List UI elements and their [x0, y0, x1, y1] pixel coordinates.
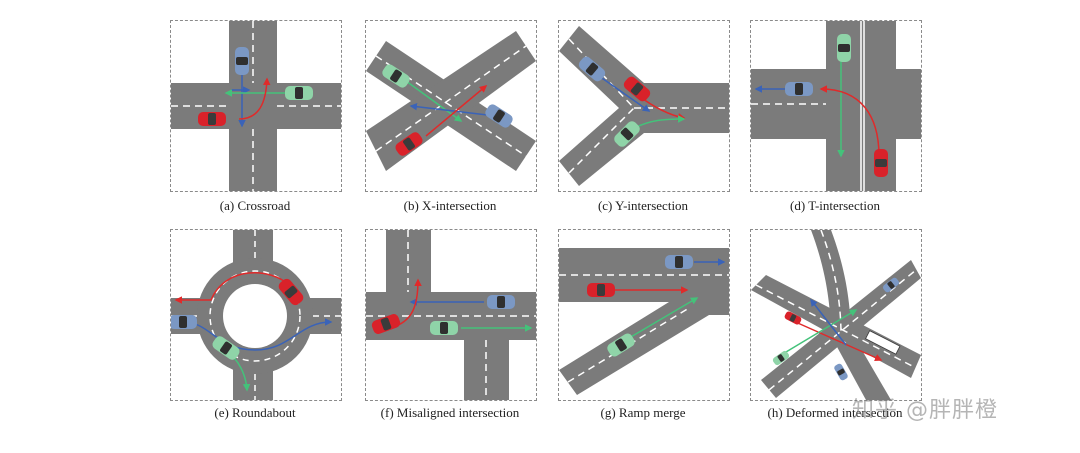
caption-crossroad: (a) Crossroad	[219, 198, 291, 213]
deformed-intersection-diagram	[751, 230, 921, 400]
caption-t-intersection: (d) T-intersection	[790, 198, 880, 213]
caption-y-intersection: (c) Y-intersection	[597, 198, 689, 213]
caption-ramp-merge: (g) Ramp merge	[600, 405, 686, 420]
diagram-panel-x-intersection	[365, 20, 537, 192]
diagram-panel-roundabout	[170, 229, 342, 401]
diagram-panel-deformed-intersection	[750, 229, 922, 401]
diagram-panel-y-intersection	[558, 20, 730, 192]
roundabout-diagram	[171, 230, 341, 400]
diagram-panel-misaligned-intersection	[365, 229, 537, 401]
y-intersection-diagram	[559, 26, 729, 186]
ramp-merge-diagram	[559, 248, 729, 395]
caption-misaligned-intersection: (f) Misaligned intersection	[380, 405, 520, 420]
t-intersection-diagram	[751, 21, 921, 191]
misaligned-intersection-diagram	[366, 230, 536, 400]
x-intersection-diagram	[366, 31, 536, 171]
caption-deformed-intersection: (h) Deformed intersection	[767, 405, 903, 420]
diagram-panel-crossroad	[170, 20, 342, 192]
crossroad-diagram	[171, 21, 341, 191]
caption-roundabout: (e) Roundabout	[214, 405, 296, 420]
caption-x-intersection: (b) X-intersection	[403, 198, 497, 213]
diagram-panel-t-intersection	[750, 20, 922, 192]
watermark-text: 知乎 @胖胖橙	[852, 398, 998, 423]
diagram-panel-ramp-merge	[558, 229, 730, 401]
